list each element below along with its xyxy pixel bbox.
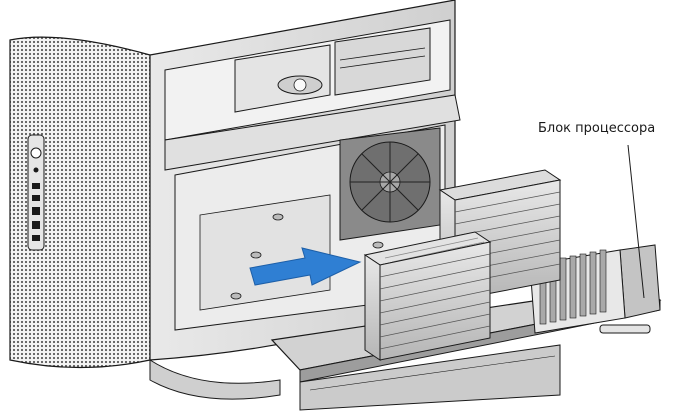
processor-tray-label: Блок процессора [538,121,655,137]
power-button-icon [31,148,41,158]
firewire-port-icon [32,221,40,229]
tray-handle [600,325,650,333]
usb-port-icon [32,183,40,189]
firewire-port-icon [32,207,40,215]
rear-fan-icon [340,128,440,240]
usb-port-icon [32,235,40,241]
heatsink-icon [365,232,490,360]
usb-port-icon [32,195,40,201]
headphone-jack-icon [34,168,39,173]
case-front-panel [10,37,150,367]
